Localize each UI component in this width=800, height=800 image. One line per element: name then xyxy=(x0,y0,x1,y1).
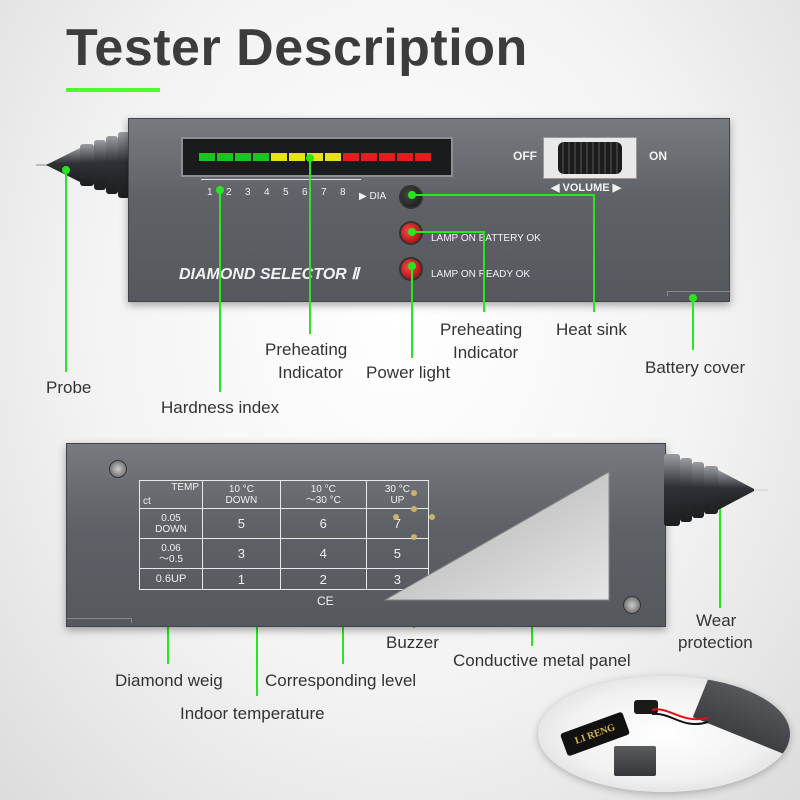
page-title: Tester Description xyxy=(66,19,528,77)
probe-tip-top xyxy=(36,132,134,198)
preheating-right-callout-1: Preheating xyxy=(440,320,523,339)
buzzer-callout: Buzzer xyxy=(386,633,439,652)
power-light-callout: Power light xyxy=(366,363,451,382)
buzzer-hole xyxy=(411,490,417,496)
table-cell: 2 xyxy=(279,568,367,590)
lamp-ready-label: LAMP ON READY OK xyxy=(431,269,531,280)
volume-wheel[interactable] xyxy=(558,142,622,174)
battery-snap-connector xyxy=(634,700,658,714)
corner-temp-label: TEMP xyxy=(171,482,199,493)
battery-cover-groove xyxy=(667,291,730,296)
diamond-weight-callout: Diamond weig xyxy=(115,671,223,690)
lamp-battery-label: LAMP ON BATTERY OK xyxy=(431,233,541,244)
row-label: 0.6UP xyxy=(139,568,203,590)
led-segment xyxy=(289,153,305,161)
table-cell: 6 xyxy=(279,507,367,540)
accessory-inset: LI RENG xyxy=(538,676,790,792)
buzzer-hole xyxy=(411,506,417,512)
ready-led xyxy=(399,257,423,281)
table-row: 0.06～0.5 3 4 5 xyxy=(139,538,430,570)
volume-switch-housing xyxy=(543,137,637,179)
scale-number: 3 xyxy=(245,187,251,198)
probe-tip-bottom xyxy=(664,454,768,526)
led-segment xyxy=(343,153,359,161)
led-segment xyxy=(271,153,287,161)
scale-number: 4 xyxy=(264,187,270,198)
table-cell: 5 xyxy=(202,507,281,540)
battery-wires xyxy=(651,708,709,725)
battery-cover-piece xyxy=(614,746,656,776)
scale-number: 1 xyxy=(207,187,213,198)
scale-number: 8 xyxy=(340,187,346,198)
led-segment xyxy=(397,153,413,161)
hardness-scale xyxy=(201,179,361,194)
off-label: OFF xyxy=(513,149,537,163)
row-label: 0.06～0.5 xyxy=(139,538,203,570)
on-label: ON xyxy=(649,149,667,163)
table-cell: 4 xyxy=(279,538,367,570)
led-segment xyxy=(379,153,395,161)
buzzer-hole xyxy=(411,534,417,540)
led-segment xyxy=(253,153,269,161)
heat-sink-callout: Heat sink xyxy=(556,320,627,339)
battery-cover-callout: Battery cover xyxy=(645,358,746,377)
title-underline xyxy=(66,88,160,92)
table-cell: 7 xyxy=(365,507,430,540)
wear-callout-2: protection xyxy=(678,633,753,652)
battery-led xyxy=(399,221,423,245)
preheating-right-callout-2: Indicator xyxy=(453,343,519,362)
scale-number: 2 xyxy=(226,187,232,198)
led-segment xyxy=(325,153,341,161)
brand-label: DIAMOND SELECTOR Ⅱ xyxy=(179,266,360,283)
led-segment xyxy=(307,153,323,161)
table-cell: 1 xyxy=(202,568,281,590)
probe-callout: Probe xyxy=(46,378,92,397)
dia-led xyxy=(399,185,423,209)
buzzer-hole xyxy=(429,514,435,520)
table-cell: 3 xyxy=(202,538,281,570)
table-row: 0.6UP 1 2 3 xyxy=(139,568,430,590)
screw-icon xyxy=(623,596,641,614)
end-groove xyxy=(67,618,132,623)
ce-mark: CE xyxy=(317,594,334,608)
led-segment xyxy=(361,153,377,161)
conductive-metal-panel xyxy=(383,471,610,601)
led-segment xyxy=(199,153,215,161)
led-segment xyxy=(415,153,431,161)
buzzer-hole xyxy=(393,514,399,520)
preheating-left-callout-2: Indicator xyxy=(278,363,344,382)
screw-icon xyxy=(109,460,127,478)
scale-number: 6 xyxy=(302,187,308,198)
scale-numbers: 1 2 3 4 5 6 7 8 xyxy=(207,187,357,203)
wear-callout-1: Wear xyxy=(696,611,737,630)
preheating-left-callout-1: Preheating xyxy=(265,340,348,359)
scale-number: 5 xyxy=(283,187,289,198)
tester-top-body: 1 2 3 4 5 6 7 8 ▶ DIA LAMP ON BATTERY OK LAMP O… xyxy=(128,118,730,302)
led-segment xyxy=(235,153,251,161)
level-callout: Corresponding level xyxy=(265,671,417,690)
led-segment xyxy=(217,153,233,161)
scale-number: 7 xyxy=(321,187,327,198)
corner-ct-label: ct xyxy=(143,496,151,507)
led-bar-display xyxy=(181,137,453,177)
indoor-temp-callout: Indoor temperature xyxy=(180,704,325,723)
metal-panel-callout: Conductive metal panel xyxy=(453,651,631,670)
dia-label: ▶ DIA xyxy=(359,191,387,202)
table-corner: TEMP ct xyxy=(139,480,203,509)
header-cell: 10 °C～30 °C xyxy=(279,480,367,509)
battery-brand: LI RENG xyxy=(573,721,617,747)
hardness-callout: Hardness index xyxy=(161,398,280,417)
table-cell: 5 xyxy=(365,538,430,570)
volume-label: ◀ VOLUME ▶ xyxy=(551,182,622,194)
